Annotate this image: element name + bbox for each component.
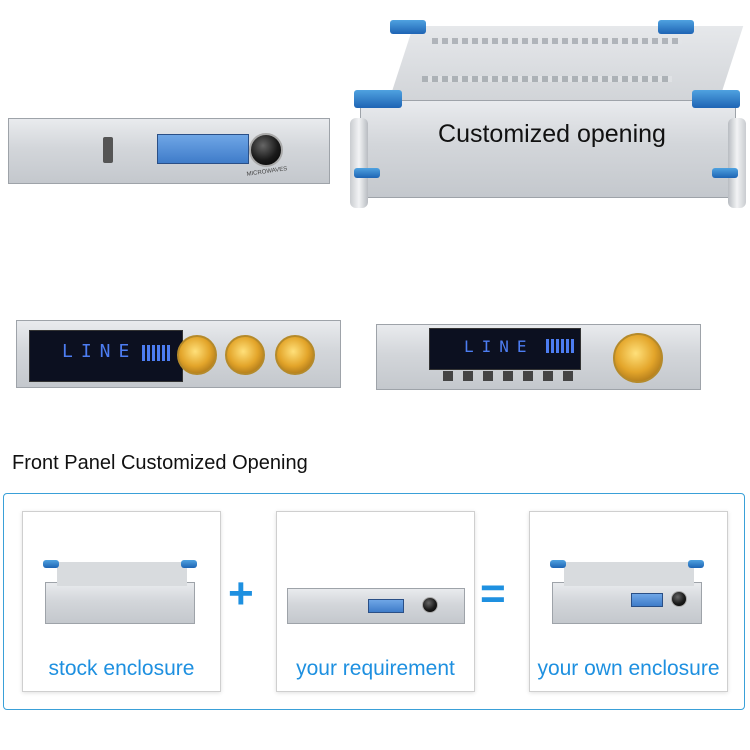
usb-ports-row <box>443 371 583 381</box>
display-window <box>631 593 663 607</box>
volume-knob-icon <box>422 597 438 613</box>
enclosure-thumb <box>45 582 195 624</box>
corner-bracket-icon <box>43 560 59 568</box>
enclosure-thumb-top <box>57 562 187 586</box>
stock-enclosure-card: stock enclosure <box>22 511 221 692</box>
gold-knob-icon <box>275 335 315 375</box>
enclosure-thumb-top <box>564 562 694 586</box>
vent-slots <box>422 76 672 82</box>
usb-panel: LINE <box>376 324 701 390</box>
corner-bracket-icon <box>712 168 738 178</box>
gold-knob-icon <box>225 335 265 375</box>
corner-bracket-icon <box>658 20 694 34</box>
gold-knob-panel: LINE <box>16 320 341 388</box>
equation-frame <box>3 493 745 710</box>
plus-icon: + <box>228 569 254 618</box>
level-meter-icon <box>546 339 574 353</box>
enclosure-thumb <box>552 582 702 624</box>
opening-label: Customized opening <box>438 120 666 148</box>
right-handle-rail <box>728 118 746 208</box>
corner-bracket-icon <box>181 560 197 568</box>
section-title: Front Panel Customized Opening <box>12 452 308 474</box>
panel-thumb <box>287 588 465 624</box>
corner-bracket-icon <box>550 560 566 568</box>
left-handle-rail <box>350 118 368 208</box>
card-caption: stock enclosure <box>48 657 195 680</box>
own-enclosure-card: your own enclosure <box>529 511 728 692</box>
gold-knob-icon <box>613 333 663 383</box>
equals-icon: = <box>480 569 506 618</box>
vfd-text: LINE <box>62 341 138 362</box>
panel-brand-text: MICROWAVES <box>246 166 288 178</box>
vent-slots <box>432 38 682 44</box>
corner-bracket-icon <box>354 90 402 108</box>
volume-knob-icon <box>249 133 283 167</box>
vfd-display: LINE <box>429 328 581 370</box>
enclosure-front-face <box>360 100 736 198</box>
volume-knob-icon <box>671 591 687 607</box>
vfd-text: LINE <box>464 337 535 356</box>
enclosure-hero: Customized opening <box>344 20 750 222</box>
vfd-display: LINE <box>29 330 183 382</box>
level-meter-icon <box>142 345 172 361</box>
front-panel-sample: MICROWAVES <box>8 118 330 184</box>
requirement-card: your requirement <box>276 511 475 692</box>
corner-bracket-icon <box>390 20 426 34</box>
display-window <box>157 134 249 164</box>
corner-bracket-icon <box>688 560 704 568</box>
card-caption: your own enclosure <box>537 657 720 680</box>
display-window <box>368 599 404 613</box>
corner-bracket-icon <box>354 168 380 178</box>
usb-port-icon <box>103 137 113 163</box>
corner-bracket-icon <box>692 90 740 108</box>
card-caption: your requirement <box>296 657 455 680</box>
gold-knob-icon <box>177 335 217 375</box>
